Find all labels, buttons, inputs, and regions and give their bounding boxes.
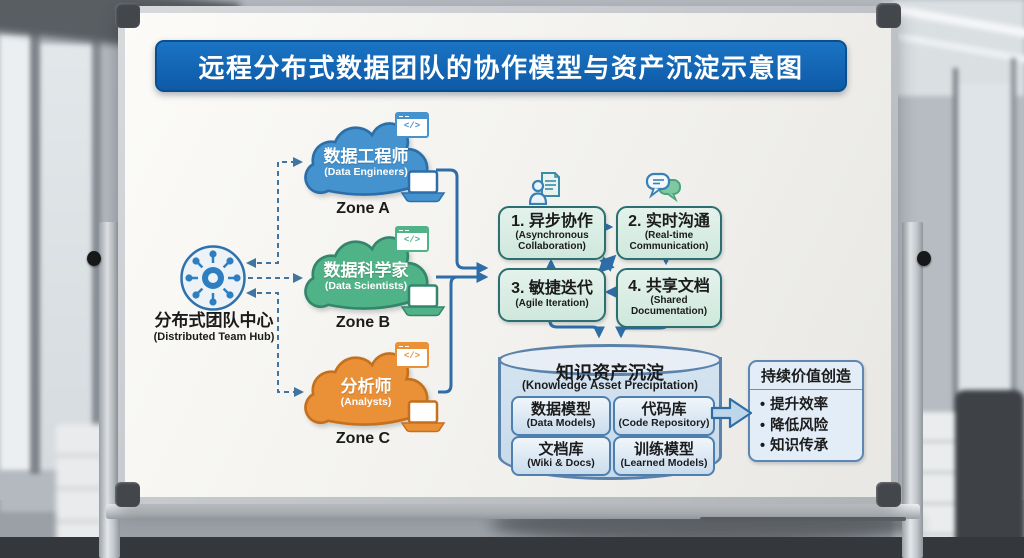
value-bullet: 提升效率 (760, 395, 854, 416)
hub-label-en: (Distributed Team Hub) (153, 330, 275, 343)
frame-corner-cap (876, 3, 901, 28)
diagram-title: 远程分布式数据团队的协作模型与资产沉淀示意图 (155, 40, 847, 92)
stand-pole-left (99, 222, 120, 558)
code-window-icon: </> (395, 342, 429, 368)
repository-title-en: (Knowledge Asset Precipitation) (522, 380, 698, 392)
repo-item-learned-models: 训练模型 (Learned Models) (613, 436, 715, 476)
repository-title: 知识资产沉淀 (556, 363, 664, 383)
office-chair (955, 390, 1024, 558)
stand-pole-right (902, 222, 923, 558)
collab-box-realtime: 2. 实时沟通 (Real-time Communication) (616, 206, 722, 260)
block-arrow-icon (710, 397, 753, 429)
zone-label: Zone C (335, 430, 391, 447)
laptop-icon (400, 170, 446, 203)
zone-role-en: (Analysts) (340, 396, 392, 408)
value-creation-box: 持续价值创造 提升效率 降低风险 知识传承 (748, 360, 864, 462)
value-bullet: 降低风险 (760, 416, 854, 437)
frame-corner-cap (115, 3, 140, 28)
zone-label: Zone A (336, 200, 390, 217)
code-window-icon: </> (395, 112, 429, 138)
zone-role-name: 数据科学家 (323, 261, 409, 280)
stand-crossbar (106, 504, 920, 519)
laptop-icon (400, 284, 446, 317)
window-mullion (30, 28, 40, 474)
zone-role-name: 数据工程师 (323, 147, 409, 166)
code-window-icon: </> (395, 226, 429, 252)
window-pane (0, 34, 30, 470)
knowledge-repository-cylinder: 知识资产沉淀 (Knowledge Asset Precipitation) 数… (498, 344, 722, 480)
stand-knob-left (87, 251, 101, 266)
cylinder-top (498, 344, 722, 376)
code-window-titlebar (397, 228, 427, 233)
code-window-titlebar (397, 344, 427, 349)
code-window-titlebar (397, 114, 427, 119)
repo-item-wiki-docs: 文档库 (Wiki & Docs) (511, 436, 611, 476)
zone-role-en: (Data Engineers) (324, 166, 408, 178)
zone-c-group: 分析师 (Analysts) </> Zone C (296, 342, 456, 460)
floor-dark-band (0, 537, 1024, 558)
zone-label: Zone B (335, 314, 391, 331)
marker-tray-rod (700, 517, 906, 521)
hub-icon (180, 245, 246, 311)
window-pane (958, 84, 1011, 440)
collab-box-shared-docs: 4. 共享文档 (Shared Documentation) (616, 268, 722, 328)
person-document-icon (529, 172, 560, 205)
chat-bubbles-icon (645, 172, 681, 203)
frame-corner-cap (115, 482, 140, 507)
zone-role-en: (Data Scientists) (324, 280, 408, 292)
stand-knob-right (917, 251, 931, 266)
repo-item-code-repository: 代码库 (Code Repository) (613, 396, 715, 436)
zone-a-group: 数据工程师 (Data Engineers) </> Zone A (296, 112, 456, 230)
value-bullet: 知识传承 (760, 436, 854, 457)
value-creation-title: 持续价值创造 (750, 362, 862, 390)
glass-mullion (953, 68, 958, 478)
window-pane (40, 44, 92, 470)
hub-label-zh: 分布式团队中心 (154, 311, 274, 330)
repo-item-data-models: 数据模型 (Data Models) (511, 396, 611, 436)
collab-box-agile: 3. 敏捷迭代 (Agile Iteration) (498, 268, 606, 322)
value-bullets: 提升效率 降低风险 知识传承 (750, 390, 862, 457)
zone-role-name: 分析师 (340, 377, 392, 396)
frame-corner-cap (876, 482, 901, 507)
laptop-icon (400, 400, 446, 433)
glass-mullion (1011, 58, 1016, 498)
collab-box-async: 1. 异步协作 (Asynchronous Collaboration) (498, 206, 606, 260)
hub-label: 分布式团队中心 (Distributed Team Hub) (146, 311, 282, 344)
zone-b-group: 数据科学家 (Data Scientists) </> Zone B (296, 226, 456, 344)
